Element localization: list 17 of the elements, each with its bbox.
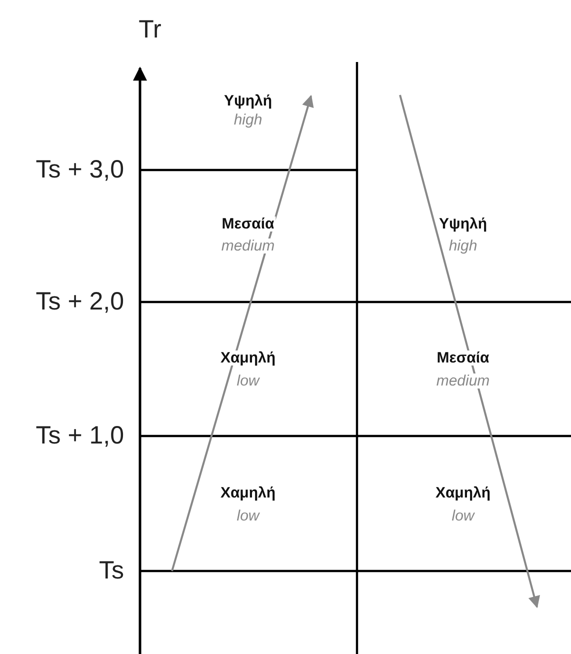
level-translation: high [232, 112, 264, 128]
level-label: Μεσαία [220, 216, 276, 232]
level-label: Υψηλή [438, 216, 488, 232]
level-translation: low [236, 508, 260, 524]
level-label: Υψηλή [223, 94, 273, 108]
level-translation: low [450, 508, 476, 524]
level-label: Χαμηλή [434, 486, 492, 500]
level-translation: low [236, 374, 260, 388]
level-label: Μεσαία [436, 350, 490, 366]
level-translation: high [448, 238, 478, 254]
level-label: Χαμηλή [219, 350, 277, 366]
level-label: Χαμηλή [219, 486, 277, 500]
level-translation: medium [220, 238, 276, 254]
level-translation: medium [435, 374, 491, 388]
axis-tick-label: Ts + 2,0 [36, 290, 124, 314]
axis-tick-label: Ts + 3,0 [36, 158, 124, 182]
axis-tick-label: Ts + 1,0 [36, 424, 124, 448]
